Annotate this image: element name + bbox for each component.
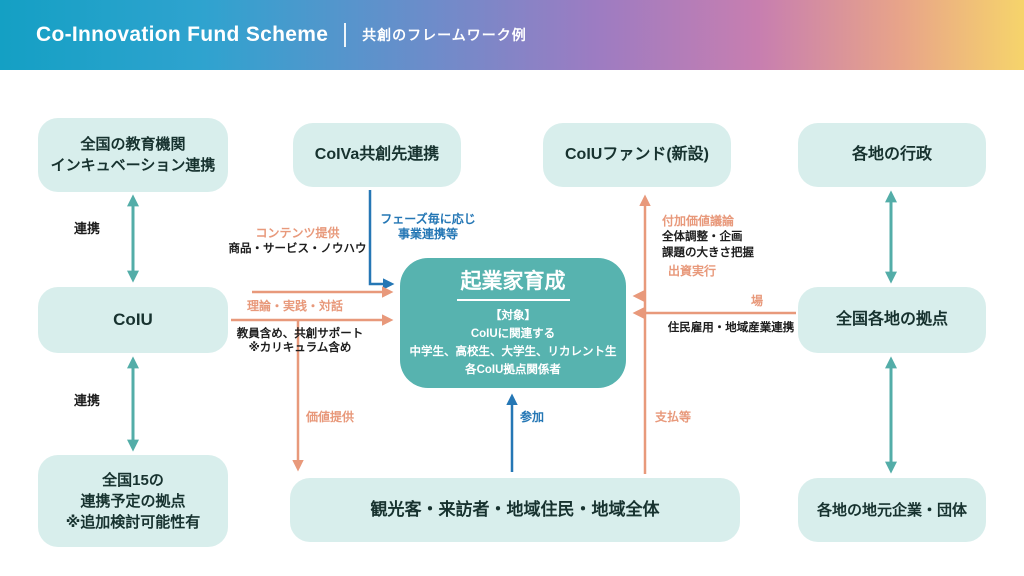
- center-line1: CoIUに関連する: [470, 327, 556, 340]
- node-companies-label: 各地の地元企業・団体: [816, 501, 967, 519]
- label-payment: 支払等: [655, 410, 692, 424]
- node-planned-line3: ※追加検討可能性有: [65, 513, 201, 531]
- node-planned-line1: 全国15の: [102, 471, 164, 489]
- node-planned-line2: 連携予定の拠点: [80, 492, 186, 510]
- node-education: 全国の教育機関 インキュベーション連携: [38, 118, 228, 192]
- node-fund: CoIUファンド(新設): [543, 123, 731, 187]
- label-renkei-top: 連携: [73, 221, 100, 236]
- label-phase-line2: 事業連携等: [397, 227, 458, 241]
- node-visitors: 観光客・来訪者・地域住民・地域全体: [290, 478, 740, 542]
- label-phase-line1: フェーズ毎に応じ: [380, 212, 476, 226]
- node-companies: 各地の地元企業・団体: [798, 478, 986, 542]
- label-place: 場: [750, 294, 763, 308]
- node-education-line2: インキュベーション連携: [50, 157, 216, 174]
- node-bases-label: 全国各地の拠点: [835, 310, 948, 328]
- node-entrepreneur-training: 起業家育成 【対象】 CoIUに関連する 中学生、高校生、大学生、リカレント生 …: [400, 258, 626, 388]
- label-teachers-line2: ※カリキュラム含め: [248, 342, 352, 355]
- node-coiva-label: CoIVa共創先連携: [314, 145, 440, 163]
- label-coordination: 全体調整・企画: [662, 231, 743, 243]
- title-divider: [344, 23, 347, 47]
- label-employment: 住民雇用・地域産業連携: [667, 322, 795, 334]
- node-coiva: CoIVa共創先連携: [293, 123, 461, 187]
- label-teachers-line1: 教員含め、共創サポート: [236, 328, 364, 340]
- center-line3: 各CoIU拠点関係者: [465, 363, 561, 376]
- label-added-value: 付加価値議論: [662, 214, 735, 228]
- label-goods: 商品・サービス・ノウハウ: [228, 243, 367, 255]
- node-planned-bases: 全国15の 連携予定の拠点 ※追加検討可能性有: [38, 455, 228, 547]
- node-fund-label: CoIUファンド(新設): [565, 145, 709, 163]
- label-issue-scale: 課題の大きさ把握: [662, 247, 754, 259]
- node-bases: 全国各地の拠点: [798, 287, 986, 353]
- page-subtitle: 共創のフレームワーク例: [362, 27, 527, 43]
- node-coiu: CoIU: [38, 287, 228, 353]
- center-line2: 中学生、高校生、大学生、リカレント生: [409, 345, 617, 358]
- node-visitors-label: 観光客・来訪者・地域住民・地域全体: [370, 500, 660, 520]
- label-teachers: 教員含め、共創サポート ※カリキュラム含め: [220, 327, 380, 356]
- label-theory: 理論・実践・対話: [246, 299, 343, 313]
- label-phase: フェーズ毎に応じ 事業連携等: [376, 212, 480, 242]
- header-title-group: Co-Innovation Fund Scheme 共創のフレームワーク例: [36, 23, 527, 47]
- node-government: 各地の行政: [798, 123, 986, 187]
- label-renkei-bottom: 連携: [73, 393, 100, 408]
- label-participate: 参加: [520, 410, 545, 424]
- page-title: Co-Innovation Fund Scheme: [36, 23, 329, 46]
- node-coiu-label: CoIU: [113, 310, 153, 330]
- node-education-line1: 全国の教育機関: [80, 136, 186, 153]
- center-target-label: 【対象】: [490, 310, 536, 323]
- header-bar: Co-Innovation Fund Scheme 共創のフレームワーク例: [0, 0, 1024, 70]
- node-government-label: 各地の行政: [851, 145, 932, 163]
- label-value-provide: 価値提供: [306, 410, 355, 424]
- label-content-provide: コンテンツ提供: [255, 226, 340, 240]
- label-investment: 出資実行: [668, 264, 717, 278]
- center-title: 起業家育成: [456, 267, 570, 302]
